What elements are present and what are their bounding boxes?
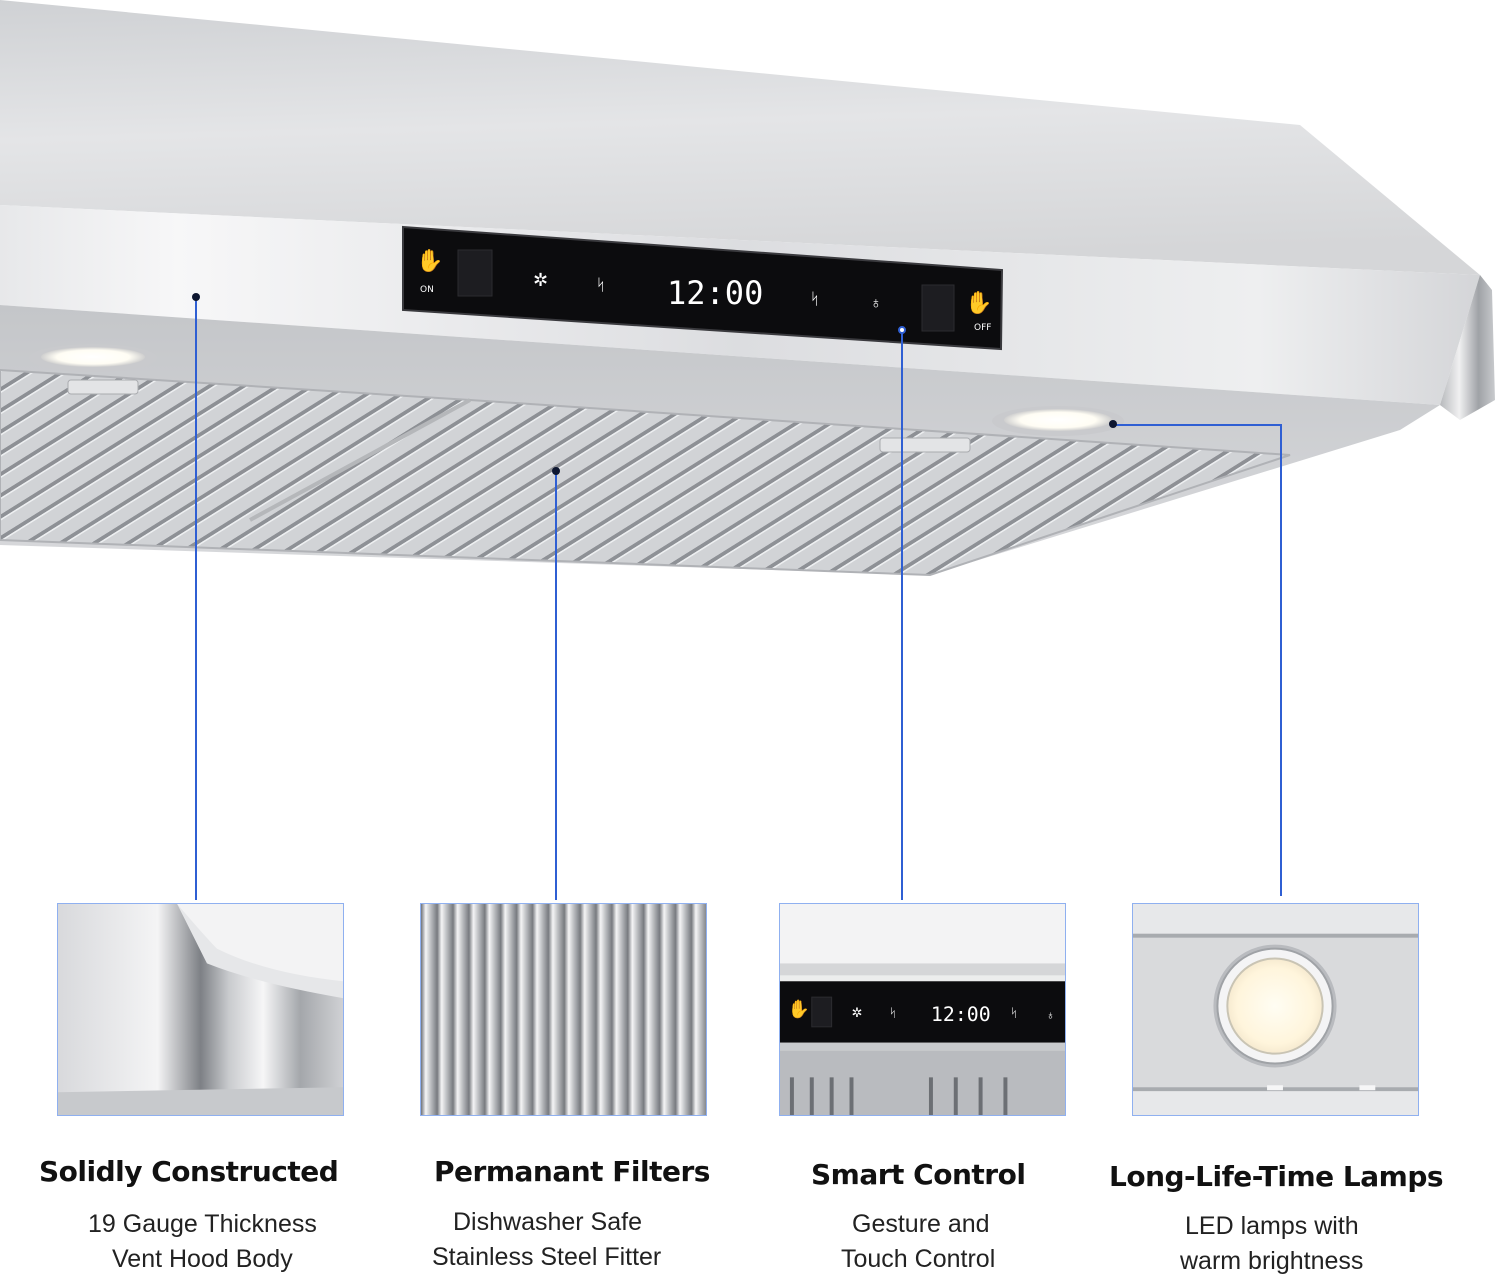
- feature-desc-lamps-line-2: warm brightness: [1180, 1247, 1364, 1275]
- fan-speed-icon: ᛋ: [596, 277, 606, 294]
- off-label: OFF: [974, 323, 991, 333]
- leader-line-control: [901, 331, 903, 900]
- clock-display: 12:00: [667, 274, 763, 312]
- feature-title-construction: Solidly Constructed: [39, 1155, 339, 1188]
- fan-icon: ✲: [851, 1005, 862, 1020]
- light-icon: ♁: [1046, 1008, 1055, 1022]
- marker-lamp: [1109, 420, 1117, 428]
- leader-line-body: [195, 297, 197, 900]
- hood-control-panel: ✋ ON ✲ ᛋ 12:00 ᛋ ♁ ✋ OFF: [402, 225, 1004, 351]
- feature-desc-control-line-1: Gesture and: [852, 1210, 990, 1238]
- thumb-control-panel: ✋ ✲ ᛋ 12:00 ᛋ ♁: [779, 903, 1066, 1116]
- thumb-baffle-filter: [420, 903, 707, 1116]
- thumb-led-lamp: [1132, 903, 1419, 1116]
- leader-line-filter: [555, 471, 557, 900]
- leader-line-lamp-vertical: [1280, 424, 1282, 896]
- feature-desc-filters-line-2: Stainless Steel Fitter: [432, 1243, 662, 1271]
- feature-desc-lamps-line-1: LED lamps with: [1185, 1212, 1359, 1240]
- range-hood-image: ✋ ON ✲ ᛋ 12:00 ᛋ ♁ ✋ OFF: [0, 0, 1495, 577]
- thumb-clock-display: 12:00: [931, 1003, 991, 1026]
- marker-control: [898, 326, 906, 334]
- fan-boost-icon: ᛋ: [1010, 1006, 1017, 1020]
- feature-desc-construction-line-1: 19 Gauge Thickness: [88, 1210, 317, 1238]
- hand-gesture-icon: ✋: [788, 998, 810, 1019]
- hand-gesture-on-icon: ✋: [416, 248, 443, 273]
- feature-desc-construction-line-2: Vent Hood Body: [112, 1245, 293, 1273]
- fan-icon: ✲: [533, 270, 548, 290]
- marker-filter: [552, 467, 560, 475]
- fan-speed-icon: ᛋ: [889, 1006, 896, 1020]
- feature-desc-control-line-2: Touch Control: [841, 1245, 996, 1273]
- leader-line-lamp: [1113, 424, 1282, 426]
- light-icon: ♁: [870, 295, 882, 312]
- feature-desc-filters-line-1: Dishwasher Safe: [453, 1208, 642, 1236]
- feature-title-lamps: Long-Life-Time Lamps: [1109, 1160, 1444, 1193]
- thumb-steel-edge: [57, 903, 344, 1116]
- feature-title-control: Smart Control: [811, 1158, 1026, 1191]
- marker-body: [192, 293, 200, 301]
- on-label: ON: [420, 285, 434, 295]
- fan-boost-icon: ᛋ: [810, 291, 820, 308]
- feature-title-filters: Permanant Filters: [434, 1155, 710, 1188]
- hand-gesture-off-icon: ✋: [965, 290, 992, 315]
